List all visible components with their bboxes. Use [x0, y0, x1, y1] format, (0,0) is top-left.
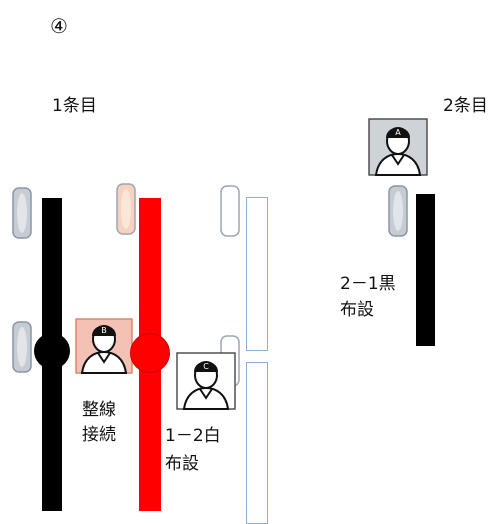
black-cable-2 — [416, 194, 435, 346]
splice-label-line2: 接続 — [82, 425, 116, 445]
cable-drum-icon — [218, 182, 242, 240]
column-1-label: 1条目 — [52, 96, 97, 116]
worker-c-icon: C — [176, 352, 236, 410]
column-2-label: 2条目 — [443, 96, 488, 116]
worker-b-letter: B — [101, 326, 107, 335]
cable-drum-icon — [114, 180, 138, 238]
worker-a-icon: A — [368, 118, 428, 176]
splice-joint-black — [34, 333, 70, 369]
black-lay-label-line1: 2－1黒 — [340, 274, 396, 294]
cable-drum-icon — [386, 182, 410, 240]
white-cable-upper — [246, 197, 268, 351]
white-cable-lower — [246, 362, 268, 524]
worker-a-letter: A — [395, 128, 401, 137]
splice-label-line1: 整線 — [82, 400, 116, 420]
step-marker: ④ — [50, 14, 68, 38]
cable-drum-icon — [10, 318, 34, 376]
worker-b-icon: B — [75, 318, 133, 374]
white-lay-label-line2: 布設 — [165, 454, 199, 474]
white-lay-label-line1: 1－2白 — [165, 426, 221, 446]
cable-drum-icon — [10, 184, 34, 242]
worker-c-letter: C — [203, 362, 209, 371]
splice-joint-red — [130, 333, 170, 373]
black-lay-label-line2: 布設 — [340, 300, 374, 320]
